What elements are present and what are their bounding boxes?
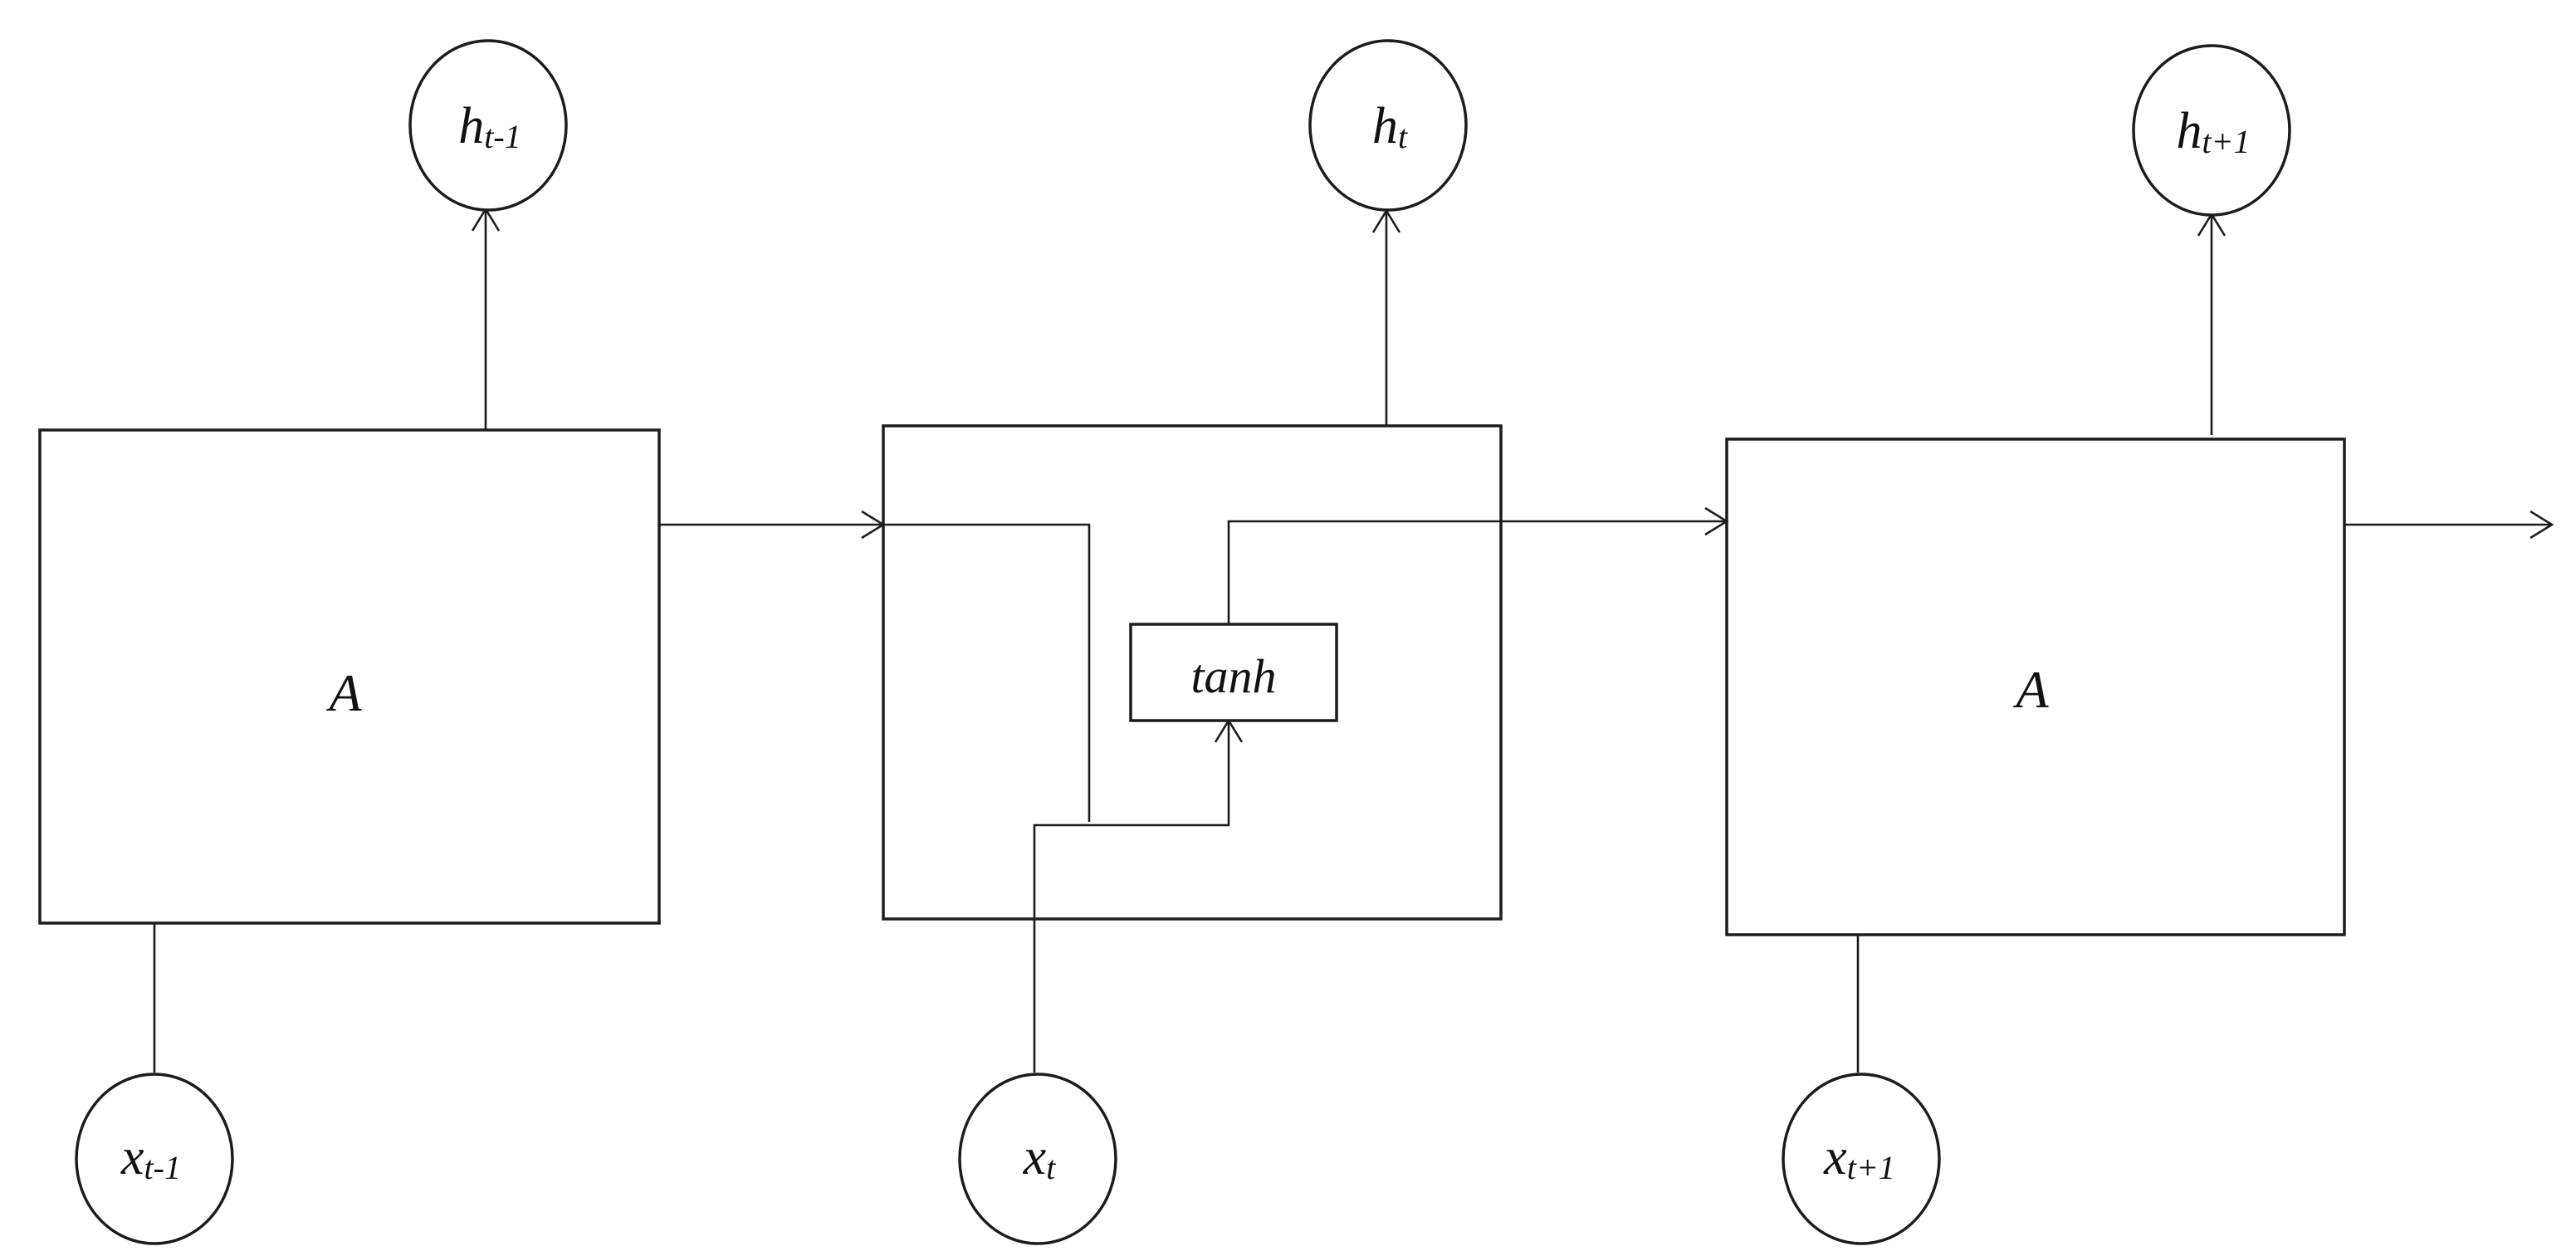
output-label-h-t-1: ht-1 xyxy=(458,98,521,155)
output-symbol-h-t-1: h xyxy=(458,98,484,154)
tanh-box xyxy=(1129,623,1338,722)
input-subscript-x-t+1: t+1 xyxy=(1847,1149,1895,1186)
input-node-x-t-1: xt-1 xyxy=(75,1073,234,1245)
wire-x-t-to-tanh xyxy=(1033,721,1230,1073)
output-ellipse-h-t-1 xyxy=(408,39,568,212)
output-symbol-h-t+1: h xyxy=(2176,103,2202,159)
output-ellipse-h-t xyxy=(1308,39,1468,212)
cell-3-label: A xyxy=(2012,660,2049,719)
output-subscript-h-t+1: t+1 xyxy=(2202,123,2250,160)
output-label-h-t: ht xyxy=(1372,98,1408,155)
input-symbol-x-t+1: x xyxy=(1823,1129,1847,1185)
input-node-x-t: xt xyxy=(958,1073,1117,1245)
input-label-x-t+1: xt+1 xyxy=(1823,1129,1895,1186)
wire-hidden-into-merge xyxy=(883,523,1091,822)
rnn-cell-3 xyxy=(1725,437,2346,936)
wire-tanh-to-cell-3 xyxy=(1227,520,1727,624)
input-node-x-t+1: xt+1 xyxy=(1782,1073,1941,1245)
arrowhead-hidden-out xyxy=(2530,510,2554,540)
connections xyxy=(153,207,2554,1073)
output-ellipse-h-t+1 xyxy=(2132,44,2291,217)
tanh-label: tanh xyxy=(1190,649,1276,703)
output-subscript-h-t: t xyxy=(1398,118,1408,155)
output-label-h-t+1: ht+1 xyxy=(2176,103,2250,160)
cell-2-internals: tanh xyxy=(883,506,1729,1073)
input-label-x-t: xt xyxy=(1023,1129,1057,1186)
output-node-h-t-1: ht-1 xyxy=(408,39,568,212)
rnn-cell-1 xyxy=(38,428,661,925)
input-ellipse-x-t xyxy=(958,1073,1117,1245)
input-ellipse-x-t+1 xyxy=(1782,1073,1941,1245)
output-subscript-h-t-1: t-1 xyxy=(484,118,521,155)
input-subscript-x-t: t xyxy=(1046,1149,1056,1186)
input-symbol-x-t: x xyxy=(1023,1129,1047,1185)
cell-1-label: A xyxy=(325,663,362,722)
arrowhead-into-cell-3 xyxy=(1704,506,1729,536)
input-symbol-x-t-1: x xyxy=(120,1129,144,1185)
input-label-x-t-1: xt-1 xyxy=(120,1129,181,1186)
output-symbol-h-t: h xyxy=(1372,98,1398,154)
input-ellipse-x-t-1 xyxy=(75,1073,234,1245)
output-node-h-t+1: ht+1 xyxy=(2132,44,2291,217)
input-subscript-x-t-1: t-1 xyxy=(144,1149,181,1186)
output-node-h-t: ht xyxy=(1308,39,1468,212)
